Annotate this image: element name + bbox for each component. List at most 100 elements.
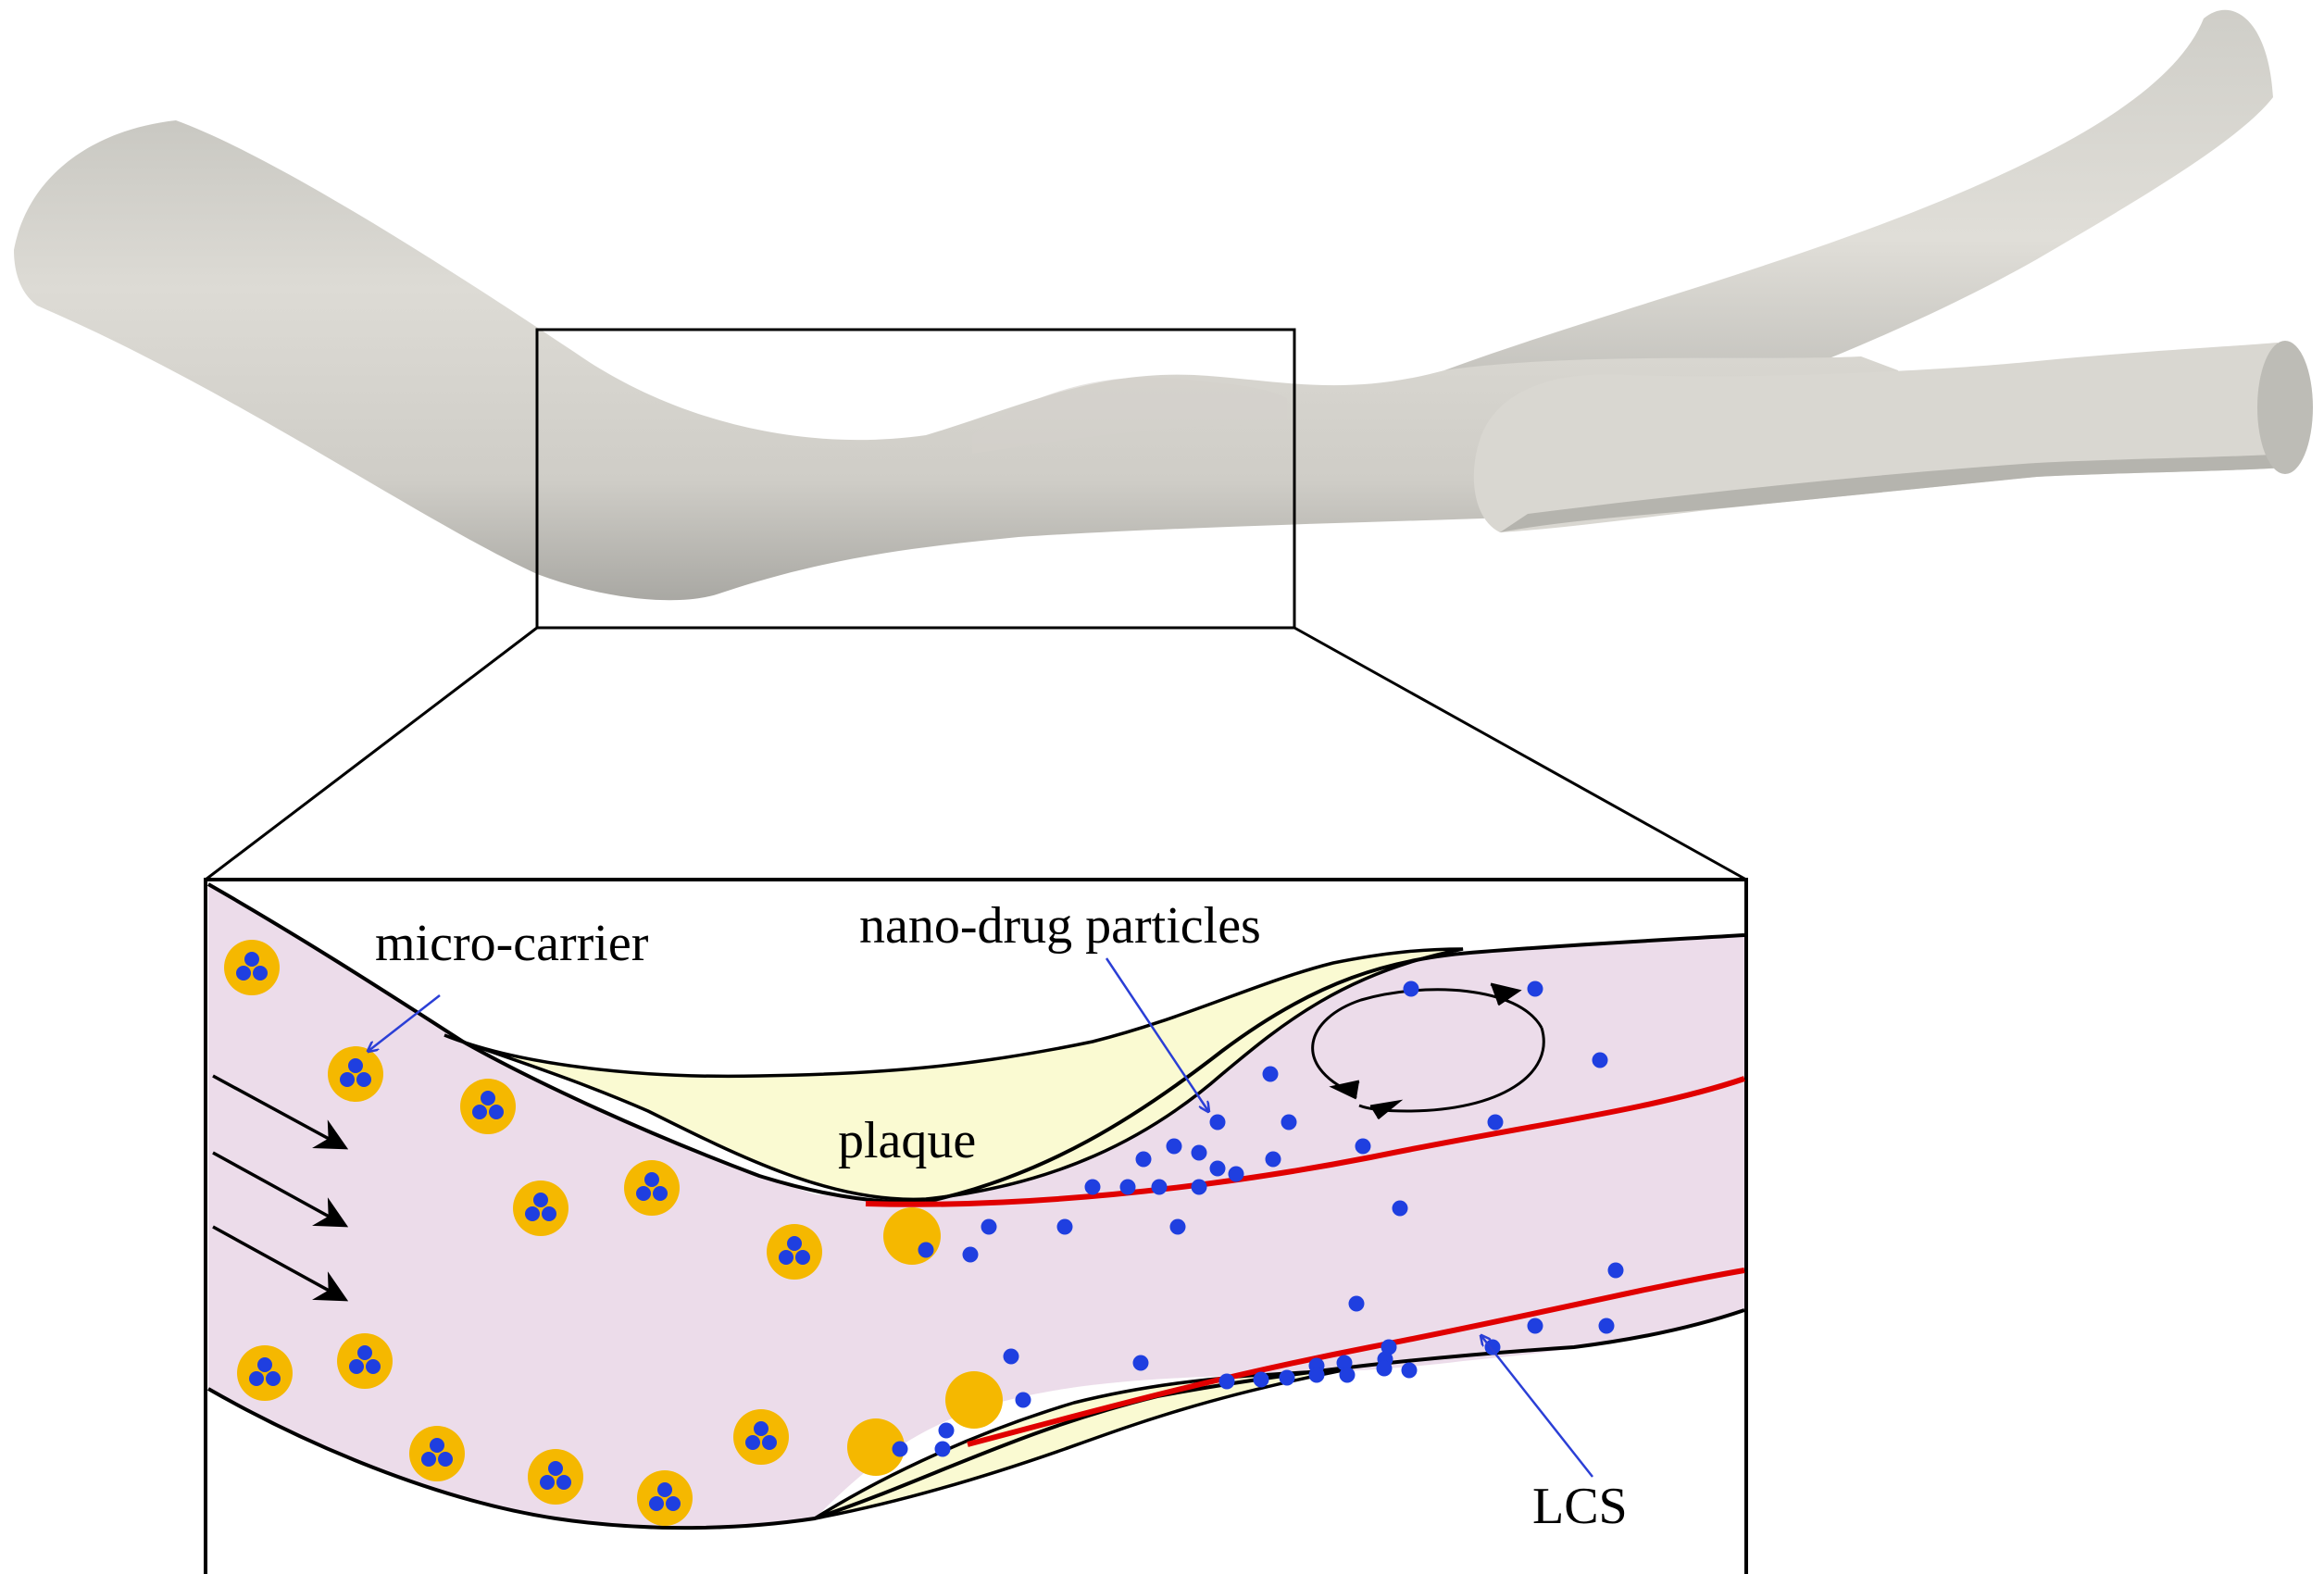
vessel-lower-branch bbox=[1473, 343, 2296, 532]
zoom-connector-right bbox=[1293, 626, 1747, 881]
carrier-payload bbox=[636, 1186, 651, 1201]
nano-particle bbox=[1191, 1179, 1207, 1195]
nano-particle bbox=[1056, 1218, 1073, 1235]
carrier-payload bbox=[745, 1435, 760, 1450]
micro-carrier-icon bbox=[767, 1224, 822, 1280]
micro-carrier-icon bbox=[637, 1470, 693, 1526]
nano-particle bbox=[1015, 1392, 1031, 1408]
carrier-shell bbox=[237, 1345, 293, 1401]
nano-particle bbox=[1166, 1138, 1182, 1155]
arrow-icon bbox=[212, 1074, 349, 1150]
vessel-wall-lower bbox=[207, 1308, 1745, 1530]
nano-particle bbox=[1003, 1348, 1019, 1365]
carrier-payload bbox=[266, 1371, 281, 1386]
empty-carrier-icon bbox=[945, 1371, 1003, 1429]
micro-carrier-icon bbox=[237, 1345, 293, 1401]
nano-particle bbox=[1355, 1138, 1371, 1155]
carrier-shell bbox=[460, 1079, 516, 1134]
nano-particle bbox=[1132, 1355, 1149, 1371]
nano-particle bbox=[1209, 1160, 1226, 1177]
carrier-payload bbox=[540, 1475, 555, 1490]
nano-particle bbox=[1527, 1318, 1543, 1334]
nano-particle bbox=[892, 1441, 908, 1457]
nano-particle bbox=[1228, 1166, 1244, 1182]
nano-particle bbox=[1487, 1114, 1504, 1131]
nano-particle bbox=[1401, 1362, 1418, 1379]
micro-carrier-icon bbox=[460, 1079, 516, 1134]
carrier-payload bbox=[249, 1371, 264, 1386]
carrier-payload bbox=[356, 1072, 371, 1087]
carrier-payload bbox=[657, 1482, 672, 1497]
zoom-connector-left bbox=[205, 626, 538, 881]
nano-particle bbox=[1381, 1339, 1397, 1355]
micro-carrier-label: micro-carrier bbox=[375, 915, 649, 972]
nano-particle bbox=[1527, 981, 1543, 997]
nano-particle bbox=[1592, 1052, 1608, 1068]
carrier-payload bbox=[430, 1438, 444, 1453]
nano-particle bbox=[1308, 1367, 1325, 1383]
nano-particle bbox=[1392, 1200, 1408, 1217]
carrier-payload bbox=[779, 1250, 793, 1265]
carrier-payload bbox=[542, 1206, 556, 1221]
plaque-upper bbox=[444, 947, 1464, 1202]
carrier-payload bbox=[236, 966, 251, 981]
nano-drug-particles-label: nano-drug particles bbox=[859, 897, 1261, 955]
micro-carrier-pointer bbox=[369, 994, 441, 1051]
zoom-box bbox=[535, 328, 1296, 630]
carrier-payload bbox=[481, 1091, 495, 1106]
micro-carrier-icon bbox=[624, 1160, 680, 1216]
carrier-shell bbox=[337, 1333, 393, 1389]
carrier-payload bbox=[533, 1193, 548, 1207]
lcs-curve-lower bbox=[967, 1268, 1745, 1447]
carrier-payload bbox=[754, 1421, 768, 1436]
nano-particle bbox=[981, 1218, 997, 1235]
micro-carrier-icon bbox=[224, 940, 280, 995]
carrier-payload bbox=[644, 1172, 659, 1187]
carrier-payload bbox=[340, 1072, 355, 1087]
arrow-icon bbox=[212, 1225, 349, 1302]
carrier-payload bbox=[257, 1357, 272, 1372]
carrier-payload bbox=[649, 1496, 664, 1511]
micro-carrier-icon bbox=[337, 1333, 393, 1389]
micro-carrier-icon bbox=[328, 1046, 383, 1102]
carrier-payload bbox=[556, 1475, 571, 1490]
vessel-wall-upper bbox=[207, 882, 927, 1205]
micro-carrier-icon bbox=[528, 1449, 583, 1505]
nano-particle bbox=[1191, 1144, 1207, 1161]
nano-drug-particles-group bbox=[892, 981, 1624, 1457]
nano-particle bbox=[1281, 1114, 1297, 1131]
nano-particle bbox=[1151, 1179, 1168, 1195]
carrier-payload bbox=[244, 952, 259, 967]
micro-carriers bbox=[224, 940, 822, 1526]
nano-particle bbox=[1336, 1355, 1353, 1371]
empty-carrier-icon bbox=[883, 1207, 941, 1265]
lcs-label: LCS bbox=[1532, 1478, 1628, 1535]
carrier-payload bbox=[795, 1250, 810, 1265]
carrier-payload bbox=[438, 1452, 453, 1467]
nano-particle bbox=[934, 1441, 951, 1457]
stenosis-bulge bbox=[972, 377, 1287, 454]
carrier-shell bbox=[409, 1426, 465, 1481]
nano-particle bbox=[1135, 1151, 1152, 1168]
flow-arrows bbox=[212, 1074, 349, 1302]
carrier-payload bbox=[472, 1105, 487, 1119]
carrier-payload bbox=[357, 1345, 372, 1360]
zoom-indicator bbox=[205, 328, 1747, 881]
carrier-shell bbox=[624, 1160, 680, 1216]
released-carriers bbox=[847, 1207, 1003, 1476]
nano-particle bbox=[1265, 1151, 1281, 1168]
schematic-panel: micro-carrier nano-drug particles plaque… bbox=[204, 878, 1748, 1574]
nano-particle bbox=[1262, 1066, 1279, 1082]
nano-particle bbox=[1209, 1114, 1226, 1131]
carrier-payload bbox=[525, 1206, 540, 1221]
vessel-end-cap bbox=[2257, 341, 2313, 474]
nano-particle bbox=[1339, 1367, 1356, 1383]
nano-particle bbox=[1169, 1218, 1186, 1235]
nano-particle bbox=[1279, 1369, 1295, 1386]
carrier-payload bbox=[548, 1461, 563, 1476]
micro-carrier-icon bbox=[409, 1426, 465, 1481]
nano-particle bbox=[938, 1422, 955, 1439]
vessel-upper-branch bbox=[1444, 9, 2273, 468]
carrier-payload bbox=[348, 1058, 363, 1073]
nano-particle bbox=[1253, 1371, 1269, 1388]
